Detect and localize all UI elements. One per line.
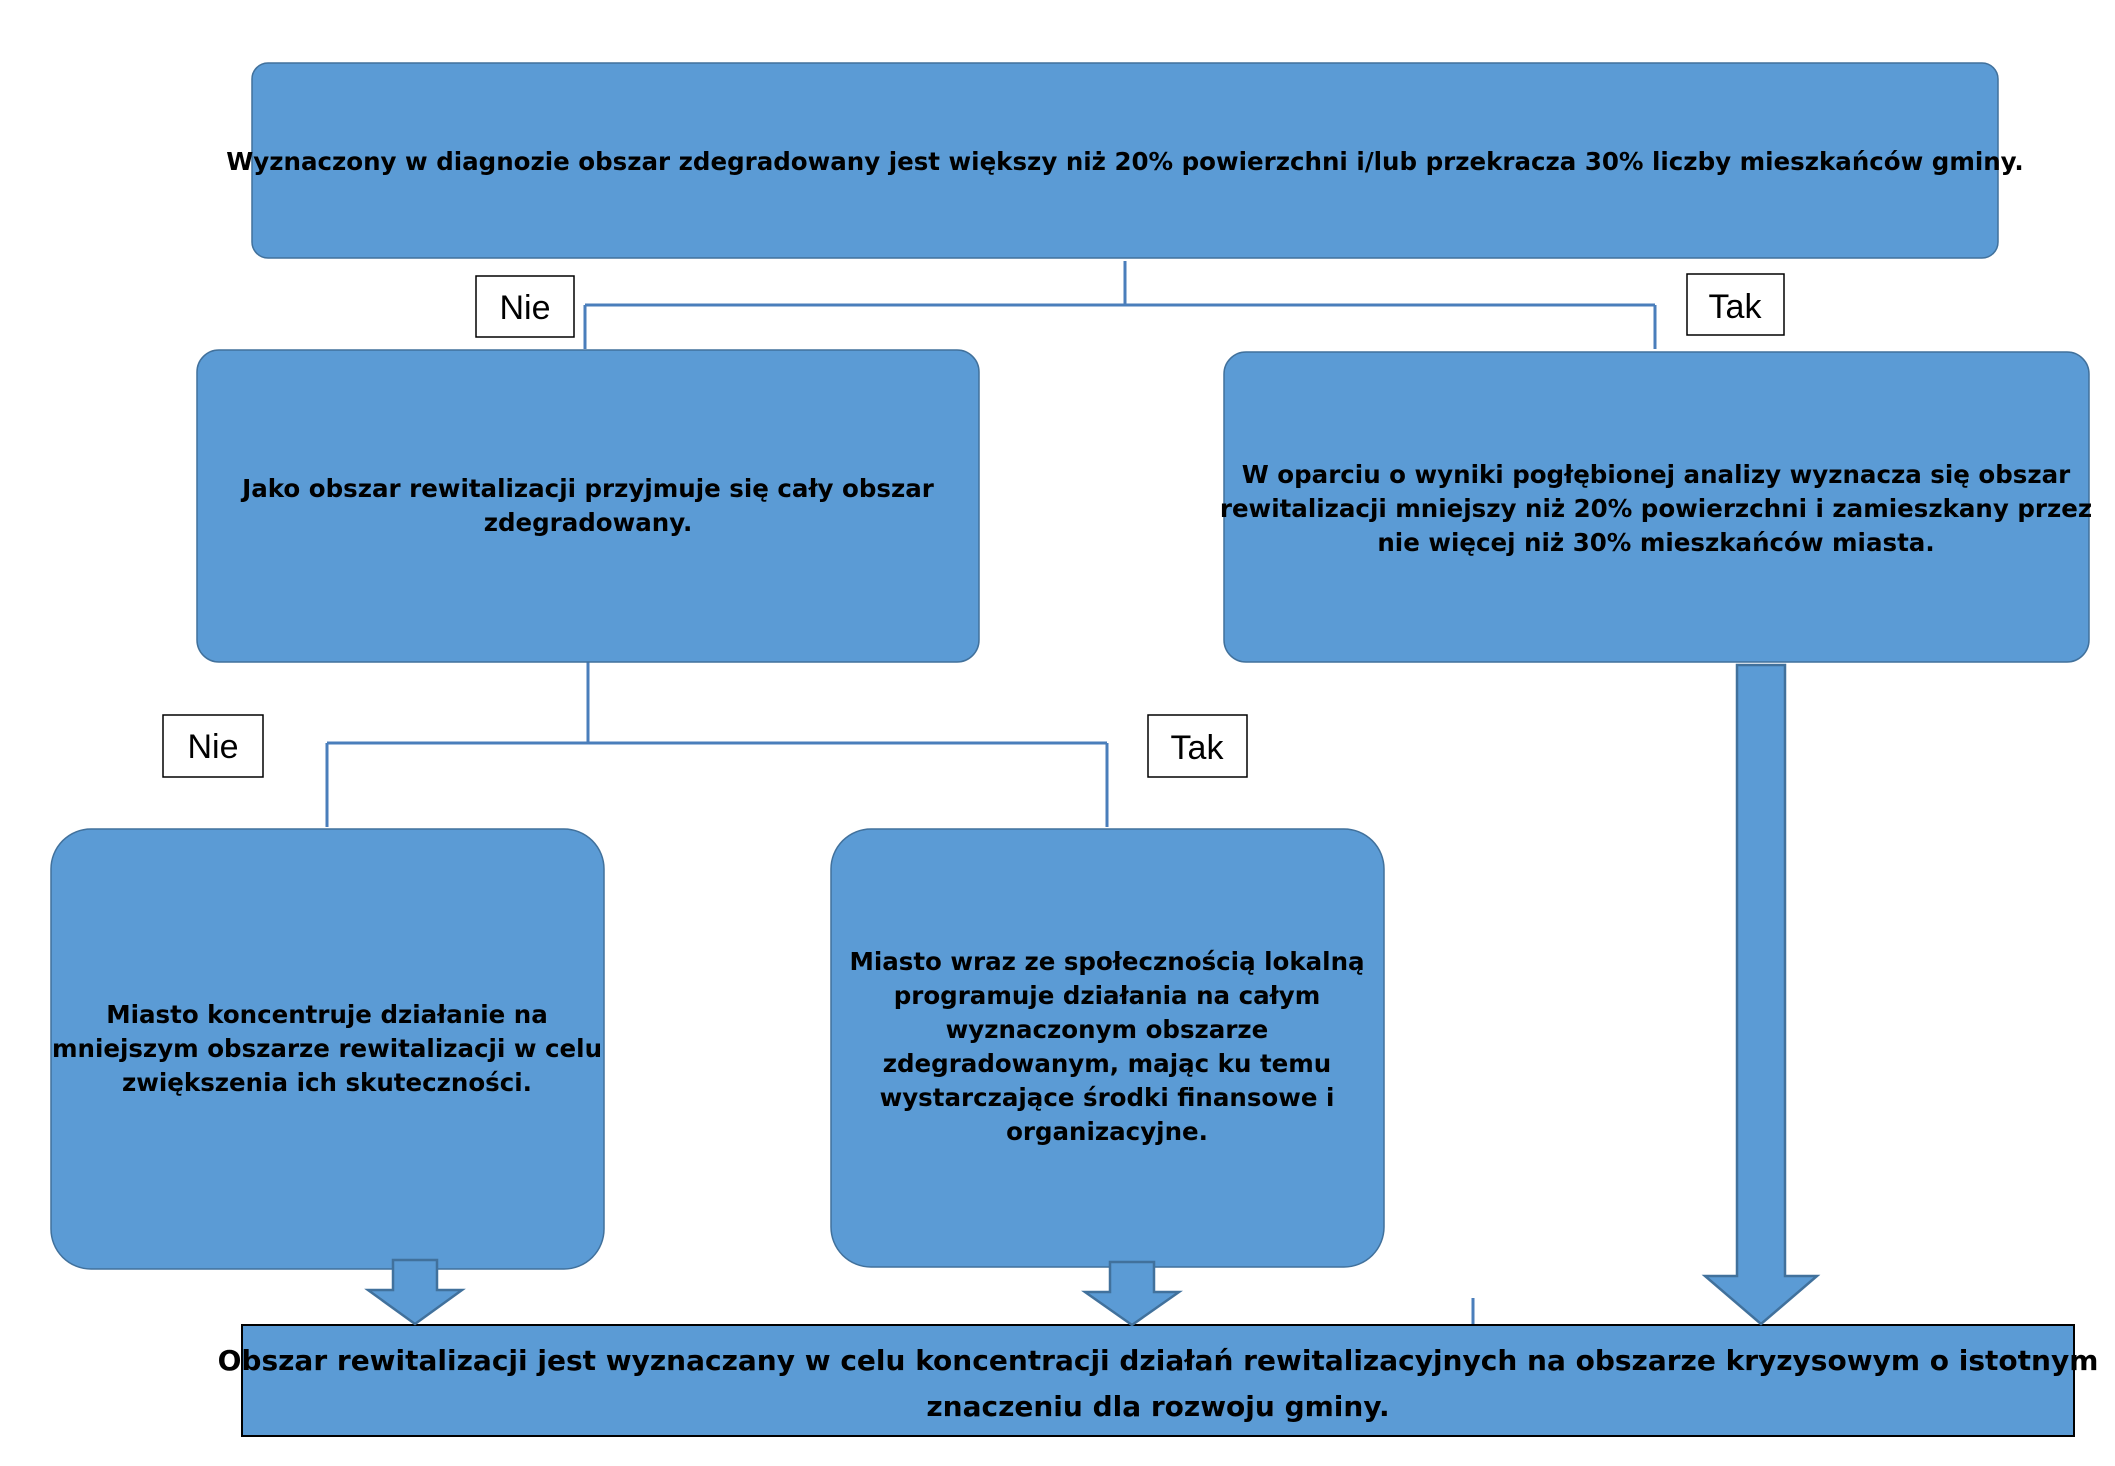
text-line: zdegradowany.	[484, 508, 693, 537]
text-line: Jako obszar rewitalizacji przyjmuje się …	[240, 474, 935, 503]
text-line: Wyznaczony w diagnozie obszar zdegradowa…	[226, 147, 2023, 176]
boxes	[50, 62, 2090, 1437]
text-line: znaczeniu dla rozwoju gminy.	[926, 1390, 1389, 1423]
text-line: nie więcej niż 30% mieszkańców miasta.	[1377, 528, 1934, 557]
text-line: W oparciu o wyniki pogłębionej analizy w…	[1242, 460, 2071, 489]
connector-left-split	[325, 662, 1109, 827]
label-no-bottom-frame	[162, 714, 264, 778]
node-top-text: Wyznaczony w diagnozie obszar zdegradowa…	[226, 147, 2023, 176]
node-right-mid-box	[1223, 351, 2090, 663]
node-top-box	[251, 62, 1999, 259]
node-bottom-left-text: Miasto koncentruje działanie na mniejszym…	[52, 1000, 602, 1097]
label-yes-bottom: Tak	[1171, 729, 1225, 767]
node-bottom-center-text: Miasto wraz ze społecznością lokalną prog…	[849, 947, 1364, 1146]
arrow-down-icon	[364, 1258, 466, 1326]
node-texts: Wyznaczony w diagnozie obszar zdegradowa…	[52, 147, 2098, 1423]
text-line: Miasto wraz ze społecznością lokalną	[849, 947, 1364, 976]
node-final-text: Obszar rewitalizacji jest wyznaczany w c…	[218, 1344, 2099, 1423]
node-left-mid-box	[196, 349, 980, 663]
node-right-mid-text: W oparciu o wyniki pogłębionej analizy w…	[1220, 460, 2092, 557]
label-yes-top: Tak	[1709, 288, 1763, 326]
text-line: programuje działania na całym	[894, 981, 1321, 1010]
text-line: mniejszym obszarze rewitalizacji w celu	[52, 1034, 602, 1063]
label-yes-bottom-frame	[1147, 714, 1248, 778]
node-bottom-center-box	[830, 828, 1385, 1268]
text-line: zwiększenia ich skuteczności.	[122, 1068, 532, 1097]
node-bottom-left-box	[50, 828, 605, 1270]
connector-top-split	[583, 261, 1657, 349]
node-left-mid-text: Jako obszar rewitalizacji przyjmuje się …	[240, 474, 935, 537]
label-yes-top-frame	[1686, 273, 1785, 336]
label-no-top-frame	[475, 275, 575, 338]
text-line: organizacyjne.	[1006, 1117, 1208, 1146]
branch-labels: Nie Tak Nie Tak	[162, 273, 1785, 778]
arrow-down-icon	[1081, 1260, 1183, 1327]
arrow-down-icon	[1701, 663, 1821, 1326]
text-line: wystarczające środki finansowe i	[880, 1083, 1335, 1112]
node-final-box	[241, 1324, 2075, 1437]
label-no-bottom: Nie	[187, 728, 238, 766]
text-line: Miasto koncentruje działanie na	[106, 1000, 548, 1029]
text-line: wyznaczonym obszarze	[946, 1015, 1269, 1044]
label-no-top: Nie	[499, 289, 550, 327]
text-line: zdegradowanym, mając ku temu	[883, 1049, 1332, 1078]
text-line: Obszar rewitalizacji jest wyznaczany w c…	[218, 1344, 2099, 1377]
text-line: rewitalizacji mniejszy niż 20% powierzch…	[1220, 494, 2092, 523]
connectors	[325, 261, 1657, 1325]
arrows	[364, 663, 1821, 1327]
